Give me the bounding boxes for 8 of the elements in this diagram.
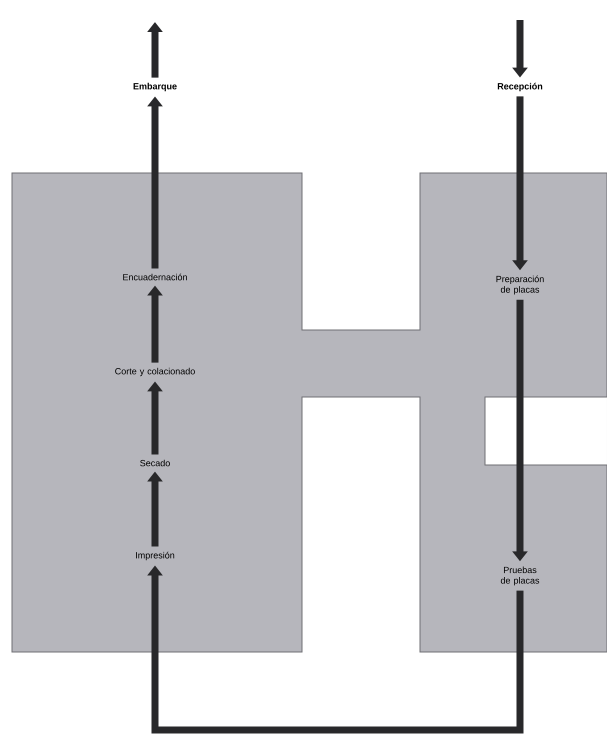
step-label: Corte y colacionado — [115, 368, 195, 376]
step-label: Encuadernación — [123, 274, 187, 280]
step-label: Recepción — [498, 82, 542, 92]
step-label: Secado — [140, 460, 170, 466]
step-label: Embarque — [134, 82, 177, 92]
step-label: Preparación de placas — [496, 276, 544, 294]
step-label: Pruebas de placas — [500, 566, 540, 586]
step-label: Impresión — [136, 552, 174, 560]
